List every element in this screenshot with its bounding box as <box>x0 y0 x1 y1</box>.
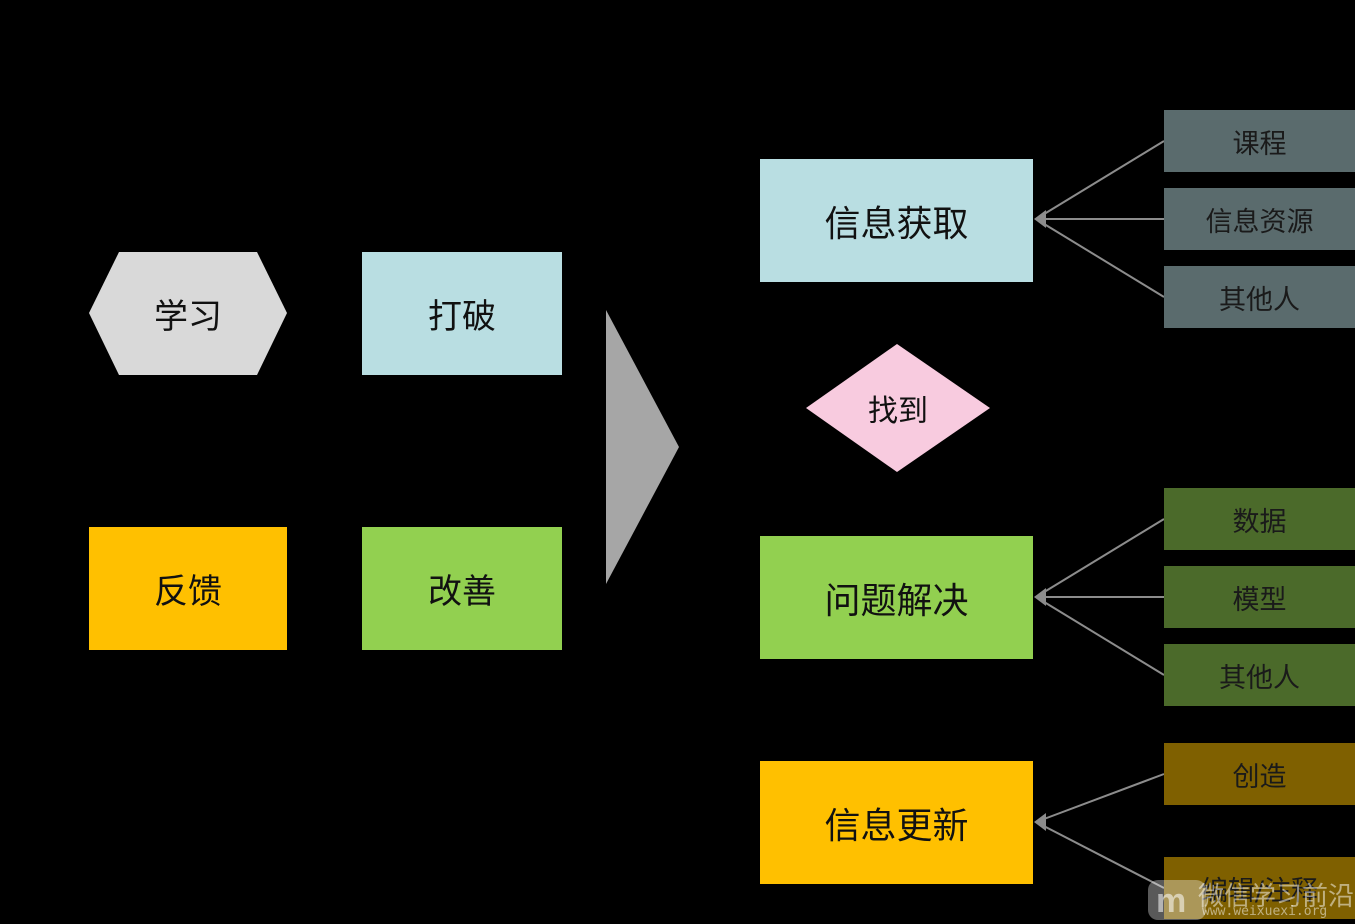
watermark: m 微信学习前沿 www.weixuexi.org <box>1146 872 1355 924</box>
problem-solve-label: 问题解决 <box>824 580 969 622</box>
find-node: 找到 <box>806 344 990 472</box>
info-acquire-label: 信息获取 <box>824 203 969 245</box>
source-edit-annotate-label: 编辑/注释 <box>1200 875 1319 907</box>
source-course: 课程 <box>1164 110 1355 172</box>
source-info-resource-label: 信息资源 <box>1205 206 1314 238</box>
source-model: 模型 <box>1164 566 1355 628</box>
source-others-solve: 其他人 <box>1164 644 1355 706</box>
connectors-solve <box>1035 518 1165 676</box>
improve-label: 改善 <box>428 572 496 612</box>
find-diamond-shape <box>806 344 990 472</box>
source-create-label: 创造 <box>1232 761 1287 793</box>
learn-hexagon-shape <box>89 252 287 375</box>
source-create: 创造 <box>1164 743 1355 805</box>
learn-label: 学习 <box>154 297 222 337</box>
problem-solve-node: 问题解决 <box>760 536 1033 659</box>
source-model-label: 模型 <box>1232 584 1287 616</box>
learn-node: 学习 <box>89 252 287 375</box>
arrowheads <box>1034 210 1046 831</box>
info-update-label: 信息更新 <box>824 805 969 847</box>
source-edit-annotate: 编辑/注释 <box>1164 857 1355 919</box>
source-course-label: 课程 <box>1232 128 1287 160</box>
source-others-acquire-label: 其他人 <box>1219 284 1300 316</box>
source-info-resource: 信息资源 <box>1164 188 1355 250</box>
feedback-label: 反馈 <box>154 572 222 612</box>
improve-node: 改善 <box>362 527 562 650</box>
connectors-update <box>1035 773 1165 889</box>
source-others-acquire: 其他人 <box>1164 266 1355 328</box>
info-update-node: 信息更新 <box>760 761 1033 884</box>
feedback-node: 反馈 <box>89 527 287 650</box>
break-node: 打破 <box>362 252 562 375</box>
break-label: 打破 <box>428 297 496 337</box>
svg-text:m: m <box>1156 882 1186 920</box>
watermark-logo-icon: m <box>1148 880 1206 920</box>
find-label: 找到 <box>868 394 928 429</box>
connectors-acquire <box>1035 140 1165 298</box>
source-data: 数据 <box>1164 488 1355 550</box>
info-acquire-node: 信息获取 <box>760 159 1033 282</box>
big-arrow-shape <box>606 310 679 584</box>
source-data-label: 数据 <box>1232 506 1287 538</box>
source-others-solve-label: 其他人 <box>1219 662 1300 694</box>
watermark-url: www.weixuexi.org <box>1202 904 1328 919</box>
watermark-title: 微信学习前沿 <box>1198 882 1355 912</box>
